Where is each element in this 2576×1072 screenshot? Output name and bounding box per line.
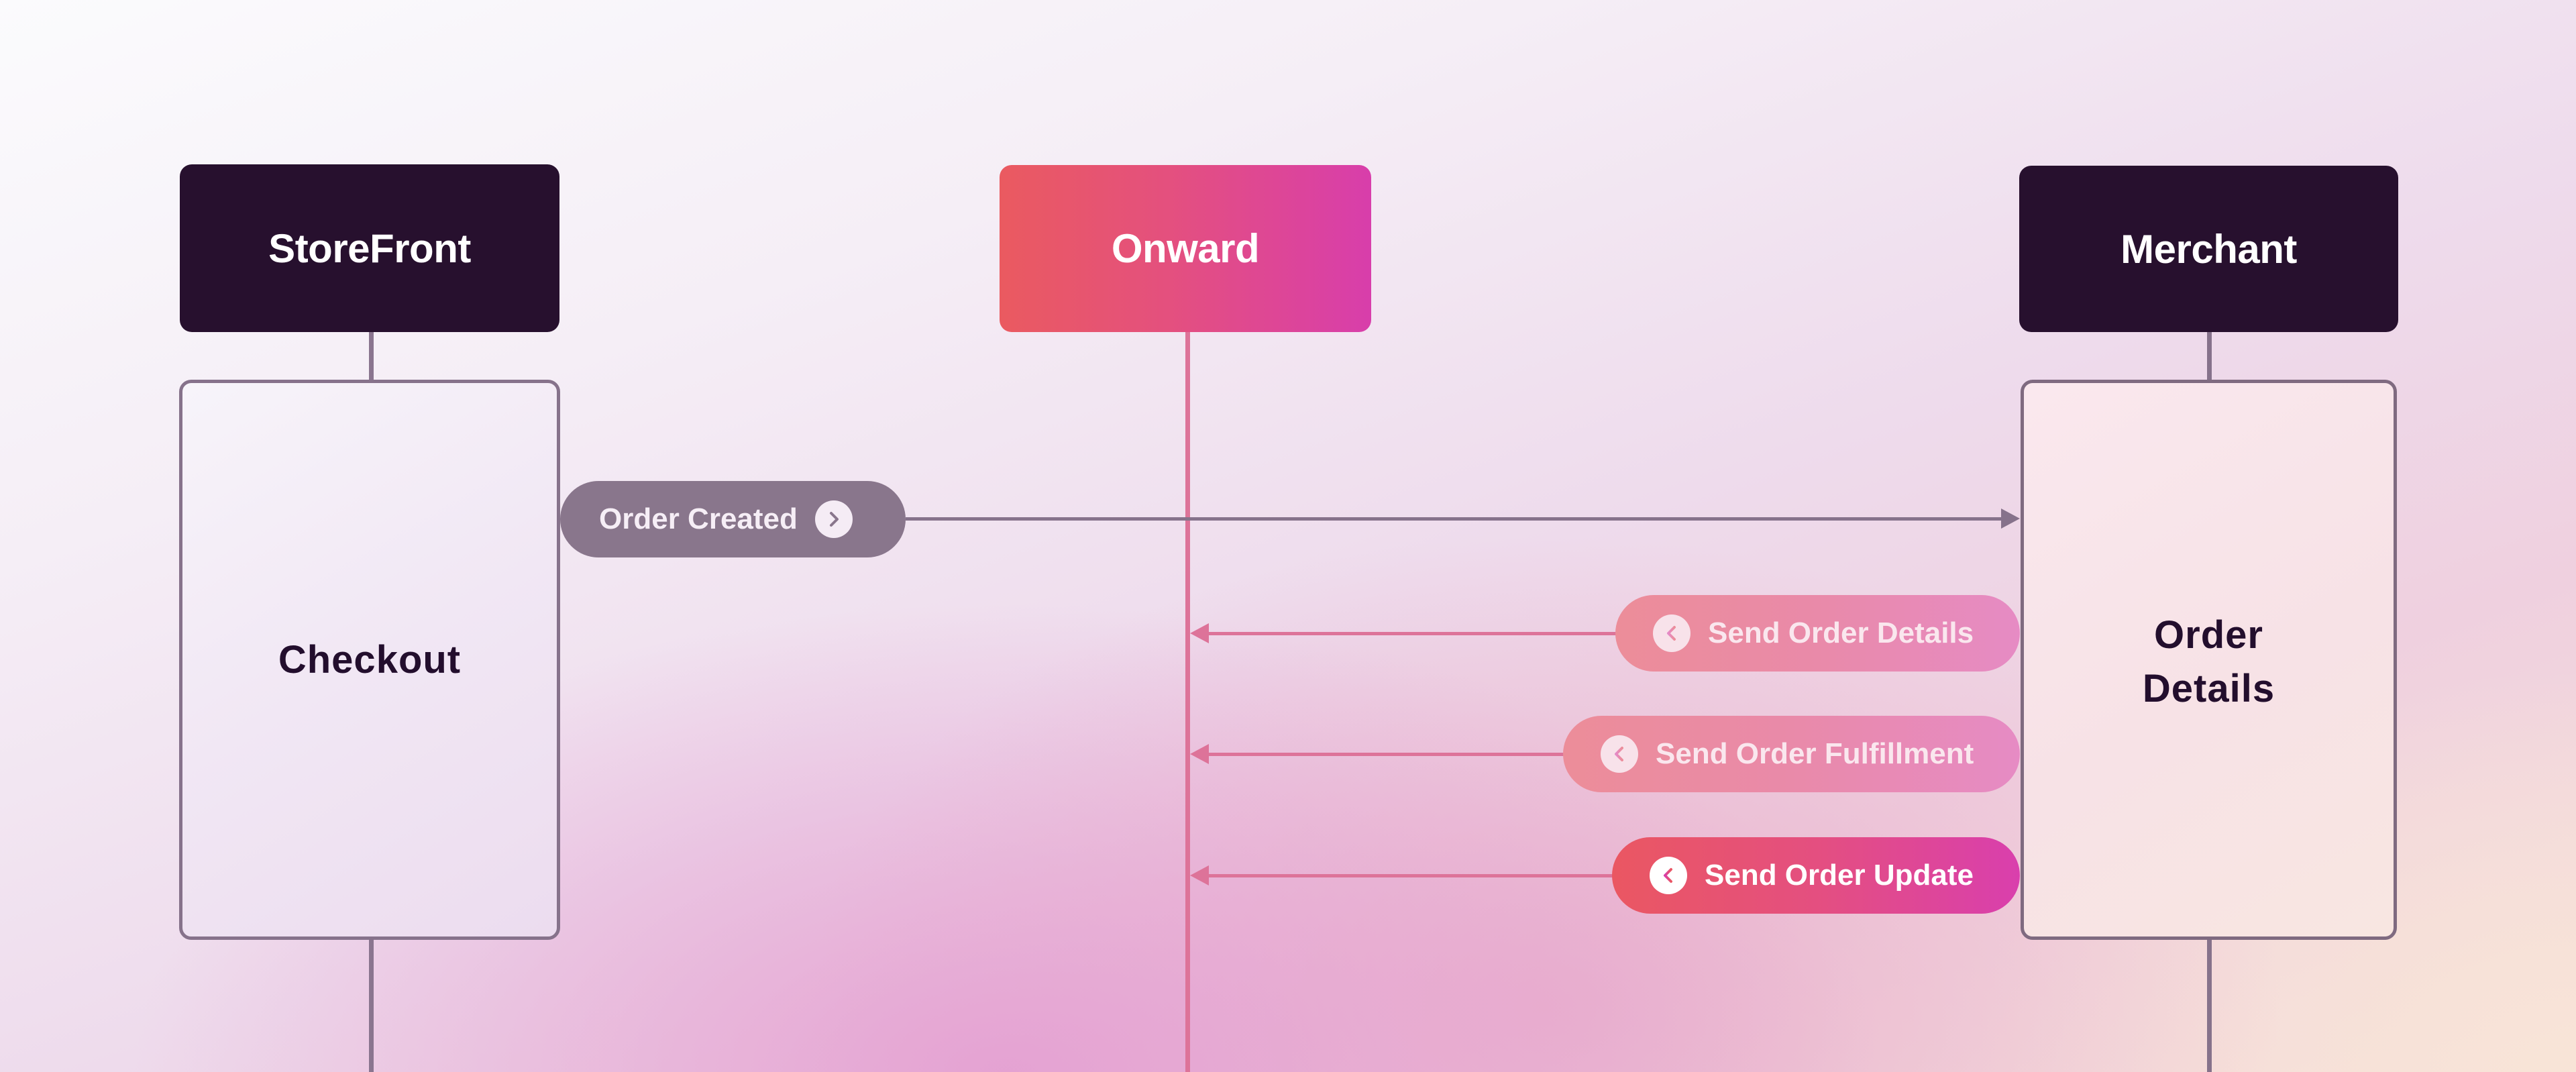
send-order-fulfillment-arrow-line [1208, 753, 1564, 756]
message-send-order-details-label: Send Order Details [1708, 617, 1974, 649]
chevron-left-icon [1653, 614, 1690, 652]
activation-checkout[interactable]: Checkout [179, 380, 560, 940]
message-send-order-fulfillment[interactable]: Send Order Fulfillment [1563, 716, 2020, 792]
order-details-line-2: Details [2142, 667, 2275, 710]
merchant-lifeline-top [2207, 332, 2212, 380]
order-details-line-1: Order [2154, 613, 2263, 657]
send-order-update-arrow-line [1208, 874, 1613, 877]
onward-lifeline [1185, 332, 1190, 1072]
message-order-created[interactable]: Order Created [560, 481, 906, 557]
chevron-left-icon [1650, 857, 1687, 894]
message-send-order-details[interactable]: Send Order Details [1615, 595, 2020, 672]
actor-storefront-label: StoreFront [268, 225, 471, 271]
actor-merchant-label: Merchant [2121, 226, 2297, 272]
actor-storefront[interactable]: StoreFront [180, 164, 559, 332]
message-order-created-label: Order Created [599, 502, 798, 535]
storefront-lifeline-top [369, 332, 374, 380]
actor-onward[interactable]: Onward [1000, 165, 1371, 332]
merchant-lifeline-bottom [2207, 940, 2212, 1072]
storefront-lifeline-bottom [369, 940, 374, 1072]
order-created-arrow-line [906, 517, 2002, 521]
message-send-order-update-label: Send Order Update [1705, 859, 1974, 892]
activation-order-details-label: Order Details [2143, 608, 2275, 716]
actor-onward-label: Onward [1111, 226, 1260, 271]
chevron-left-icon [1601, 735, 1638, 773]
activation-order-details[interactable]: Order Details [2021, 380, 2397, 940]
message-send-order-update[interactable]: Send Order Update [1612, 837, 2020, 914]
actor-merchant[interactable]: Merchant [2019, 166, 2398, 332]
activation-checkout-label: Checkout [278, 637, 462, 682]
message-send-order-fulfillment-label: Send Order Fulfillment [1656, 737, 1974, 770]
order-created-arrowhead-icon [2001, 508, 2020, 529]
send-order-details-arrow-line [1208, 632, 1617, 635]
send-order-update-arrowhead-icon [1190, 865, 1209, 886]
chevron-right-icon [814, 500, 853, 538]
send-order-details-arrowhead-icon [1190, 623, 1209, 643]
send-order-fulfillment-arrowhead-icon [1190, 744, 1209, 764]
